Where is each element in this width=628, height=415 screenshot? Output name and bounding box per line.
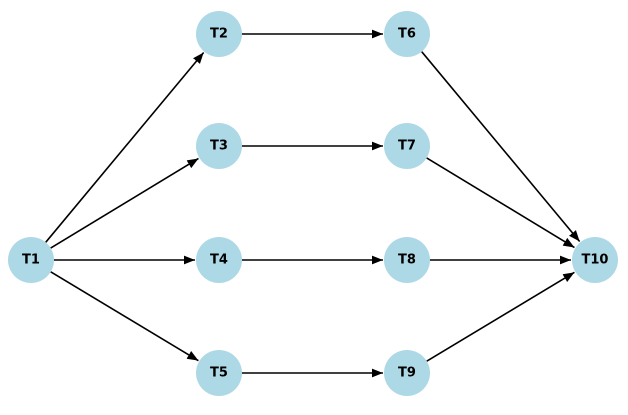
edge-t9-to-t10 — [426, 271, 575, 362]
node-t4: T4 — [196, 237, 242, 283]
node-label: T9 — [398, 366, 416, 381]
edge-t7-to-t10 — [426, 157, 575, 249]
node-circle — [196, 350, 242, 396]
edge-t1-to-t5 — [50, 271, 199, 362]
node-label: T1 — [22, 253, 40, 268]
node-label: T10 — [582, 253, 609, 268]
node-label: T7 — [398, 139, 416, 154]
edges-layer — [45, 29, 581, 378]
node-circle — [196, 123, 242, 169]
edge-t1-to-t2 — [45, 51, 205, 243]
node-label: T6 — [398, 27, 416, 42]
node-t5: T5 — [196, 350, 242, 396]
node-t8: T8 — [384, 237, 430, 283]
edge-t6-to-t10 — [421, 51, 581, 243]
node-t9: T9 — [384, 350, 430, 396]
node-t10: T10 — [572, 237, 618, 283]
node-t1: T1 — [8, 237, 54, 283]
node-label: T8 — [398, 253, 416, 268]
edge-t1-to-t3 — [50, 157, 199, 249]
node-circle — [384, 350, 430, 396]
node-t6: T6 — [384, 11, 430, 57]
node-label: T2 — [210, 27, 228, 42]
node-circle — [8, 237, 54, 283]
node-label: T4 — [210, 253, 228, 268]
node-circle — [384, 237, 430, 283]
node-circle — [384, 123, 430, 169]
node-circle — [384, 11, 430, 57]
node-label: T5 — [210, 366, 228, 381]
node-t7: T7 — [384, 123, 430, 169]
node-circle — [196, 11, 242, 57]
node-circle — [196, 237, 242, 283]
node-label: T3 — [210, 139, 228, 154]
node-t2: T2 — [196, 11, 242, 57]
node-circle — [572, 237, 618, 283]
node-t3: T3 — [196, 123, 242, 169]
